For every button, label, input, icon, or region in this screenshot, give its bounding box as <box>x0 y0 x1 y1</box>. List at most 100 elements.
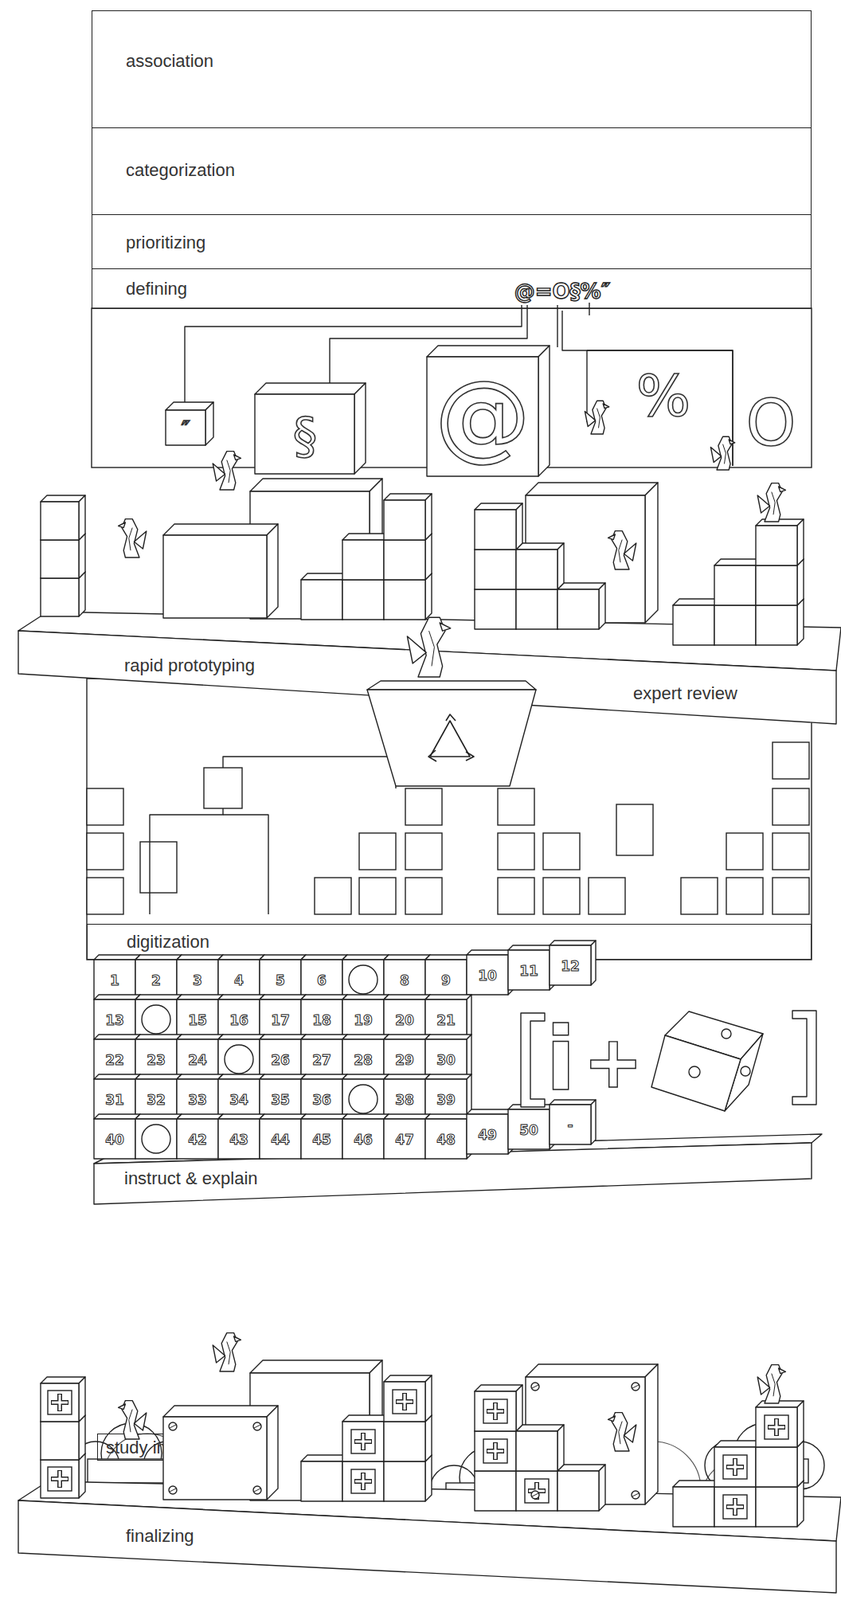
tile-number: 12 <box>560 959 580 974</box>
die-pip <box>688 1066 701 1078</box>
tile-number: 18 <box>312 1013 332 1028</box>
cube-top <box>218 1074 265 1080</box>
cube-front <box>301 959 343 1000</box>
cube-top <box>425 1034 472 1040</box>
cube-front <box>40 501 79 540</box>
tile-number: 5 <box>275 973 286 988</box>
cube-top <box>425 994 472 1000</box>
cube-top <box>176 994 223 1000</box>
cube-top <box>301 1114 348 1119</box>
plus-frame <box>47 1466 72 1491</box>
cube-front <box>383 1461 426 1502</box>
data-square <box>726 833 763 870</box>
cube-front <box>516 589 558 630</box>
symbol-label: @ <box>434 367 531 464</box>
screw <box>631 1490 640 1499</box>
cube-side <box>425 1375 432 1422</box>
cube-front <box>40 1383 79 1422</box>
node-label: finalizing <box>125 1525 195 1546</box>
cube-top <box>714 559 763 566</box>
plus-frame <box>47 1390 72 1415</box>
plus-mark-inner <box>487 1403 504 1420</box>
bird-beak <box>118 1404 126 1410</box>
cube-front <box>259 1079 302 1119</box>
cube-front <box>755 1447 798 1487</box>
process-band: prioritizing <box>91 214 812 270</box>
cube-front <box>301 1461 343 1502</box>
cube-front <box>425 999 467 1040</box>
cube-side <box>590 940 596 986</box>
cube-front <box>474 1470 517 1511</box>
cube-front <box>383 999 426 1040</box>
cube-top <box>549 940 596 946</box>
cube-front <box>342 539 384 580</box>
cube-front <box>383 1421 426 1462</box>
cube-front <box>342 579 384 620</box>
cube-top <box>672 598 721 606</box>
leader-line <box>588 302 590 316</box>
tile-number: 40 <box>105 1133 125 1147</box>
cube-top <box>218 954 265 960</box>
cube-front <box>755 1407 798 1448</box>
cube-top <box>342 1114 389 1119</box>
screw-slot <box>632 1493 639 1497</box>
cube-top <box>342 1034 389 1040</box>
cube-top <box>383 493 432 501</box>
cube-front <box>755 565 798 606</box>
data-square <box>772 742 810 779</box>
cube-front <box>342 1421 384 1462</box>
cube-top <box>163 1405 278 1417</box>
cube-front <box>474 589 517 630</box>
cube-top <box>259 994 306 1000</box>
data-square <box>772 788 810 826</box>
tile-number: 27 <box>312 1053 332 1068</box>
screw <box>253 1486 262 1495</box>
cube-front <box>163 535 267 619</box>
cube-front <box>176 959 219 1000</box>
cube-side <box>557 1424 564 1471</box>
cube-side <box>266 1405 278 1500</box>
cube-top <box>714 1440 763 1448</box>
bird-fold <box>723 444 727 465</box>
plus-mark <box>528 1482 546 1500</box>
screw <box>531 1490 540 1499</box>
tile-circle <box>348 965 378 994</box>
plus-mark <box>50 1393 69 1412</box>
cube-top <box>218 1114 265 1119</box>
screw-slot <box>169 1488 177 1492</box>
cube-top <box>259 1074 306 1080</box>
tree-line <box>149 808 223 915</box>
cube-top <box>250 478 383 492</box>
cube-side <box>425 533 432 580</box>
symbol-label: @=O§%″ <box>514 281 611 302</box>
cube-front <box>342 999 384 1040</box>
cube-side <box>538 345 550 477</box>
bird-fold <box>129 528 133 552</box>
data-square <box>680 877 718 915</box>
frame-panel <box>91 308 812 468</box>
tree-line <box>222 756 396 789</box>
cube-front <box>474 509 517 550</box>
cube-top <box>466 950 513 955</box>
cube-front <box>218 959 260 1000</box>
plus-frame <box>524 1478 549 1503</box>
cube-side <box>797 559 804 606</box>
tile-circle <box>141 1124 171 1154</box>
tile-number: 3 <box>192 973 203 988</box>
cube-front <box>40 578 79 617</box>
bird-wing <box>212 1345 225 1363</box>
cube-front <box>254 394 355 474</box>
cube-side <box>78 1376 86 1422</box>
tile-circle <box>224 1044 254 1074</box>
cube-top <box>135 954 182 960</box>
node-label: instruct & explain <box>124 1168 259 1189</box>
cube-top <box>516 543 564 550</box>
bracket <box>792 1010 817 1105</box>
plus-mark <box>354 1472 372 1491</box>
cube-front <box>176 1039 219 1080</box>
cube-front <box>301 1079 343 1119</box>
cube-front <box>672 605 715 646</box>
tile-number: 39 <box>436 1093 456 1107</box>
plus-mark-inner <box>355 1473 372 1490</box>
cube-top <box>259 954 306 960</box>
